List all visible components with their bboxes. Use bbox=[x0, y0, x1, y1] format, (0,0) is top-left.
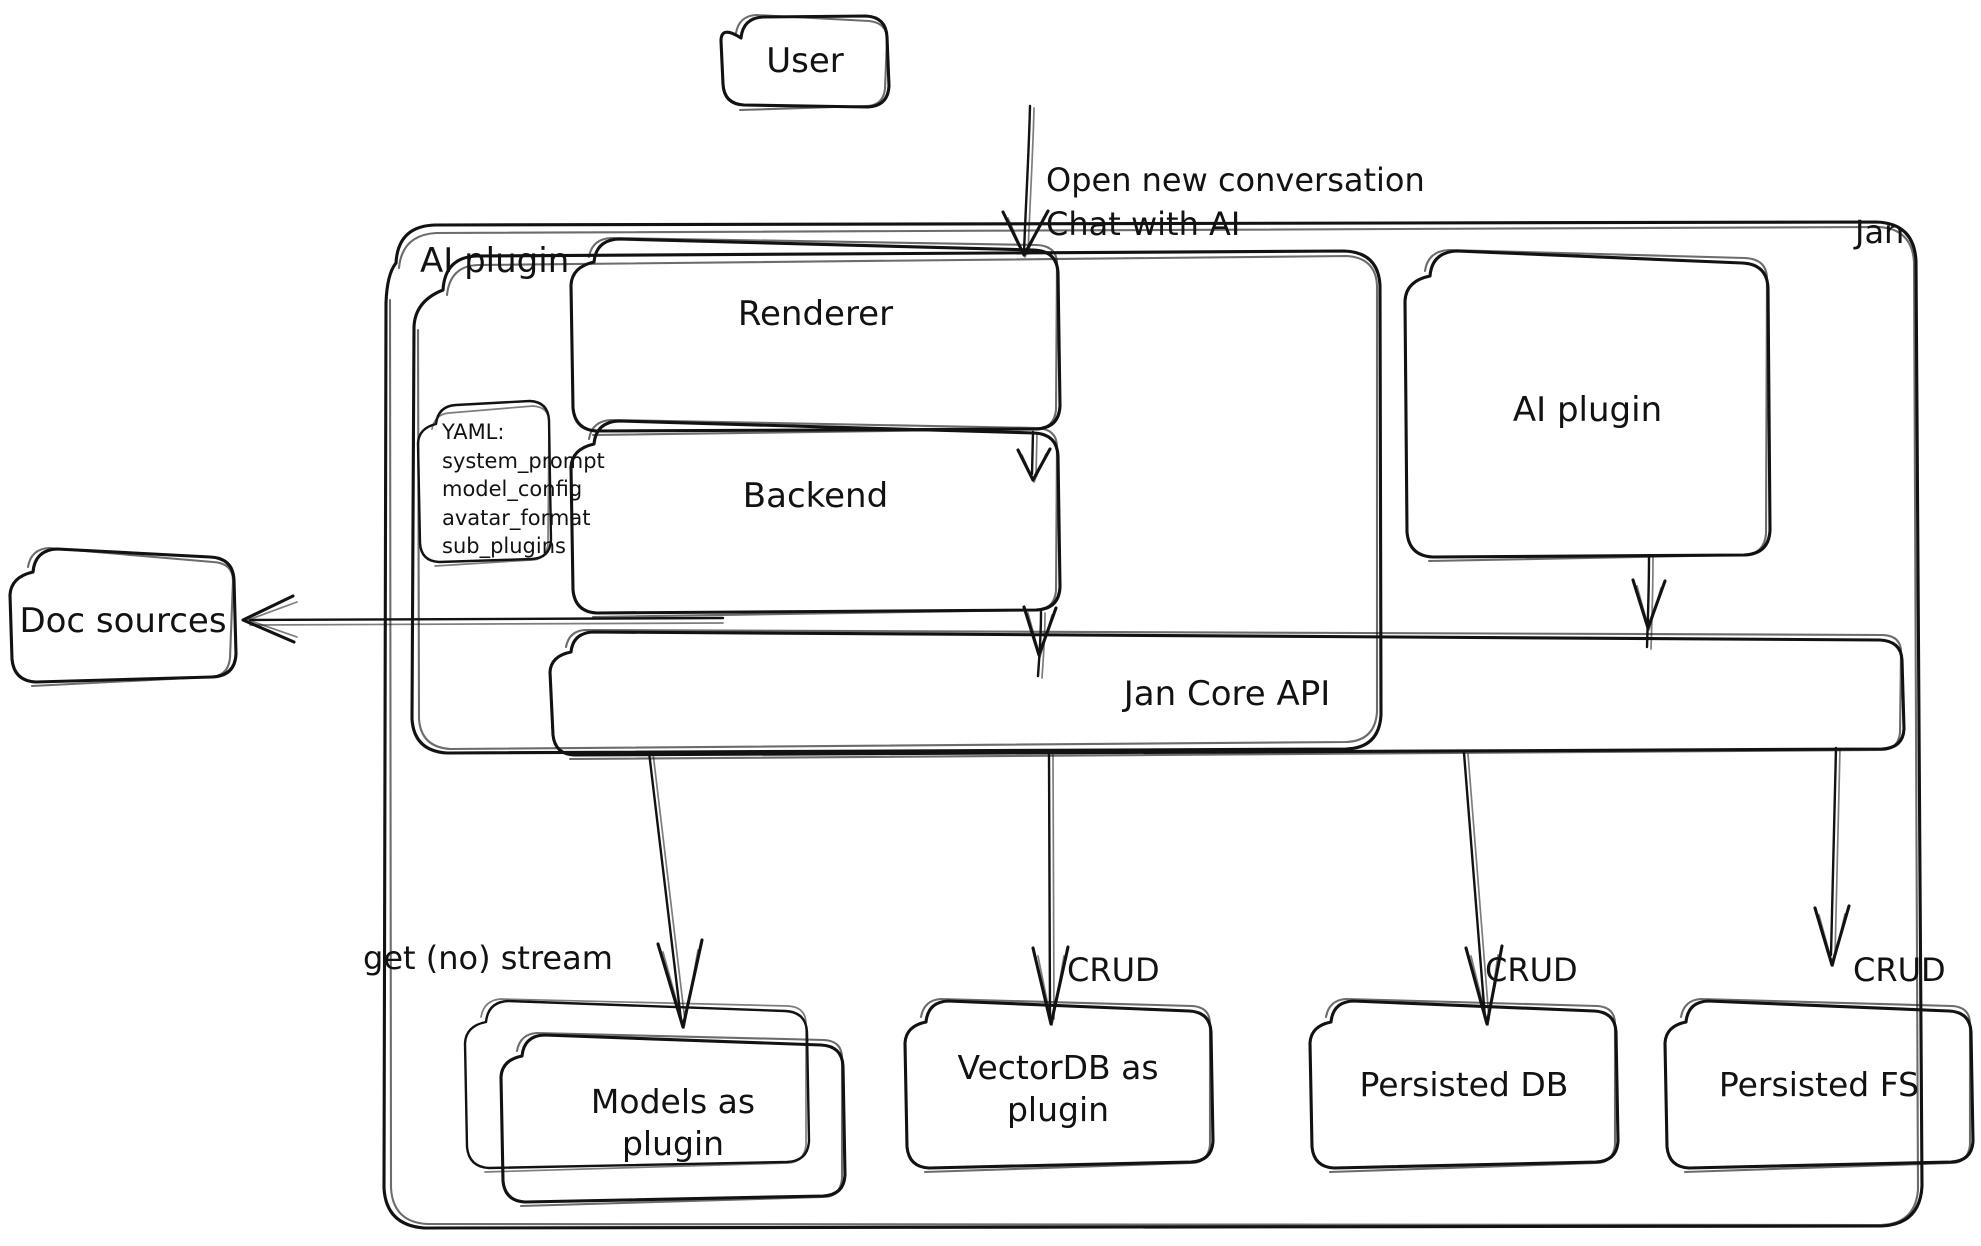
node-jan-core-api-shape[interactable] bbox=[548, 628, 1906, 761]
container-jan-label: Jan bbox=[1855, 213, 1905, 251]
edge-core-models-label: get (no) stream bbox=[363, 939, 613, 977]
node-doc-sources-shape[interactable] bbox=[8, 546, 238, 688]
edge-core-vectordb bbox=[1031, 752, 1070, 1026]
node-vectordb-plugin-label: VectorDB as plugin bbox=[957, 1047, 1159, 1129]
node-user-label: User bbox=[766, 41, 844, 82]
container-ai-plugin-group bbox=[410, 249, 1383, 755]
node-models-plugin-label: Models as plugin bbox=[590, 1081, 756, 1163]
container-ai-plugin-group-label: AI plugin bbox=[420, 241, 570, 281]
edge-core-models bbox=[647, 750, 704, 1029]
node-backend-label: Backend bbox=[742, 476, 889, 517]
node-vectordb-plugin-shape[interactable] bbox=[903, 997, 1215, 1174]
edge-user-renderer bbox=[1001, 104, 1050, 258]
node-persisted-db-label: Persisted DB bbox=[1359, 1064, 1569, 1104]
edge-backend-core bbox=[1022, 605, 1058, 679]
edge-core-persisteddb bbox=[1462, 751, 1504, 1026]
node-ai-plugin-shape[interactable] bbox=[1403, 248, 1772, 563]
edge-renderer-backend bbox=[1016, 430, 1052, 483]
edge-user-renderer-label: Open new conversation Chat with AI bbox=[1046, 161, 1425, 244]
node-backend-shape[interactable] bbox=[569, 418, 1062, 619]
edge-core-persistedfs-label: CRUD bbox=[1853, 951, 1946, 989]
node-yaml-label: YAML: system_prompt model_config avatar_… bbox=[442, 420, 605, 559]
node-persisted-fs-label: Persisted FS bbox=[1718, 1064, 1920, 1104]
edge-core-persisteddb-label: CRUD bbox=[1485, 951, 1578, 989]
node-renderer-shape[interactable] bbox=[569, 236, 1062, 437]
node-persisted-fs-shape[interactable] bbox=[1663, 997, 1975, 1174]
edge-aiplugin-core bbox=[1631, 554, 1667, 650]
node-yaml-shape[interactable] bbox=[416, 399, 553, 567]
node-persisted-db-shape[interactable] bbox=[1308, 997, 1620, 1174]
edge-backend-doc-sources bbox=[241, 594, 725, 644]
edge-core-persistedfs bbox=[1813, 746, 1851, 967]
node-user-shape[interactable] bbox=[719, 13, 891, 112]
edge-core-vectordb-label: CRUD bbox=[1067, 951, 1160, 989]
node-jan-core-api-label: Jan Core API bbox=[1123, 674, 1331, 715]
container-jan bbox=[382, 220, 1924, 1230]
node-ai-plugin-label: AI plugin bbox=[1512, 390, 1663, 431]
node-doc-sources-label: Doc sources bbox=[19, 601, 227, 642]
node-renderer-label: Renderer bbox=[737, 294, 894, 335]
node-models-plugin-shape[interactable] bbox=[463, 998, 847, 1208]
